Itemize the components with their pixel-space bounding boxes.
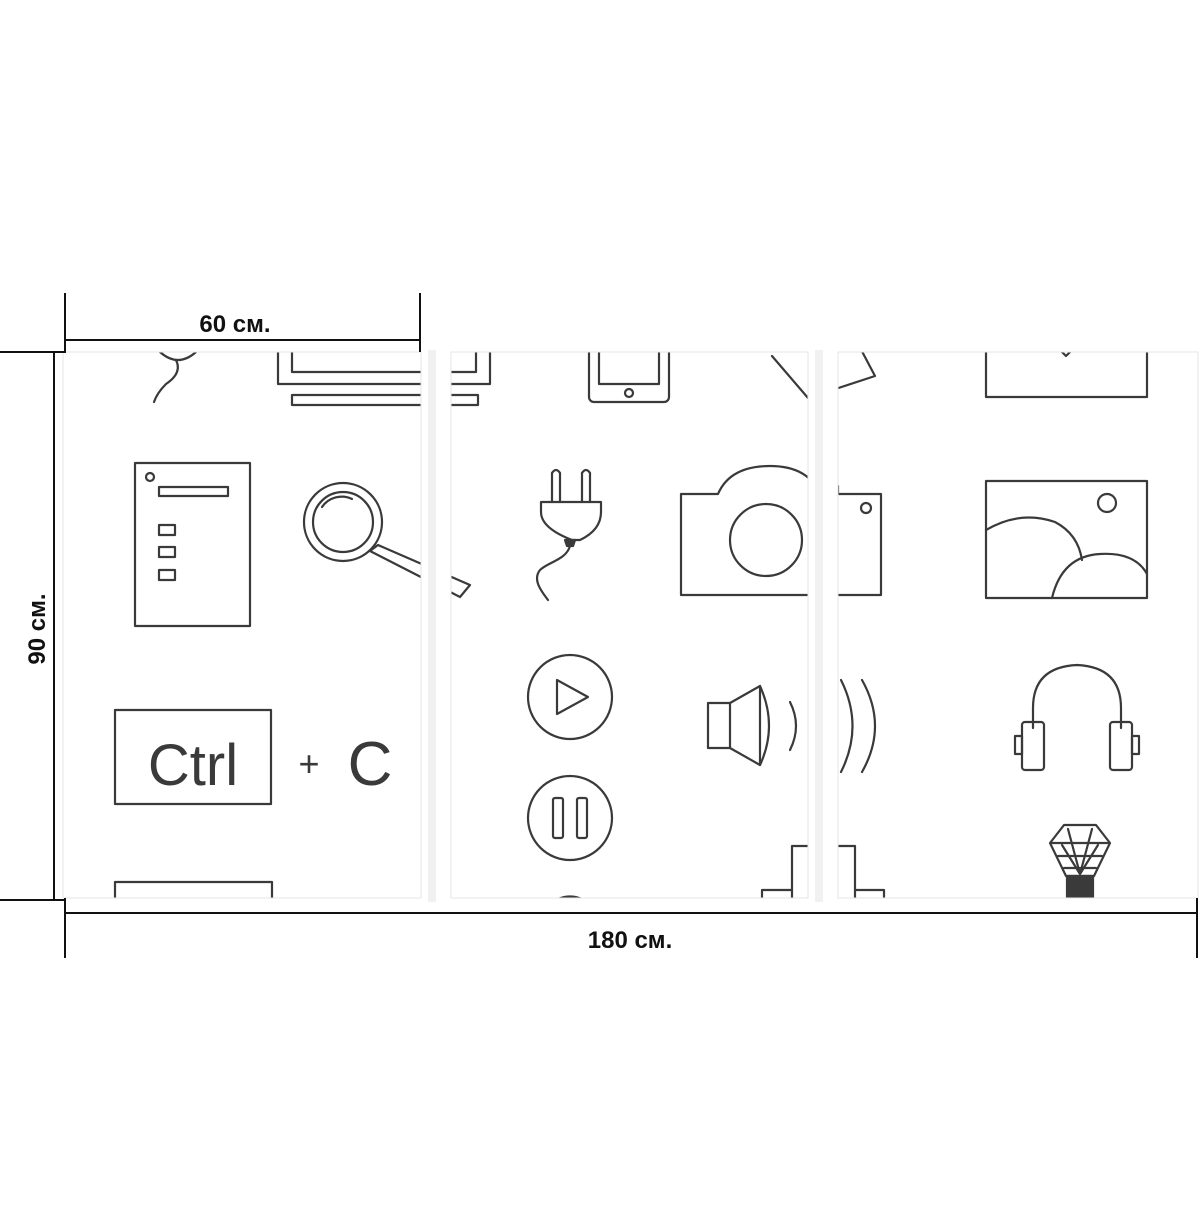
balloon-icon [152, 352, 198, 404]
middle-panel [450, 351, 809, 899]
dimension-lines [0, 293, 1198, 958]
panel-gap-right-shade [815, 350, 823, 902]
tablet-icon [587, 352, 671, 404]
pause-icon [526, 774, 614, 862]
left-panel [62, 351, 422, 899]
ctrl-key-box [113, 708, 273, 806]
total-width-label: 180 см. [587, 927, 673, 954]
tilted-card-icon [770, 352, 877, 400]
camera-icon [679, 464, 883, 597]
document-list-icon [133, 461, 252, 628]
light-bulb-icon [1048, 823, 1112, 898]
image-icon [984, 479, 1149, 600]
laptop-icon [984, 352, 1149, 399]
record-icon [557, 895, 583, 898]
artwork [113, 352, 1149, 898]
ctrl-key-label: Ctrl [148, 733, 238, 798]
plug-icon [535, 468, 603, 602]
play-icon [526, 653, 614, 741]
plus-sign: + [298, 743, 319, 784]
panel-width-label: 60 см. [199, 311, 271, 338]
right-panel [837, 351, 1199, 899]
height-label: 90 см. [24, 593, 51, 665]
panel-gap-left-shade [428, 350, 436, 902]
headphones-icon [1013, 663, 1141, 772]
keyboard-bar-icon [113, 880, 274, 898]
speaker-icon [706, 678, 876, 774]
ctrl-c-shortcut-icon [113, 708, 273, 806]
c-key-label: C [348, 730, 393, 799]
monitor-icon [276, 352, 492, 407]
